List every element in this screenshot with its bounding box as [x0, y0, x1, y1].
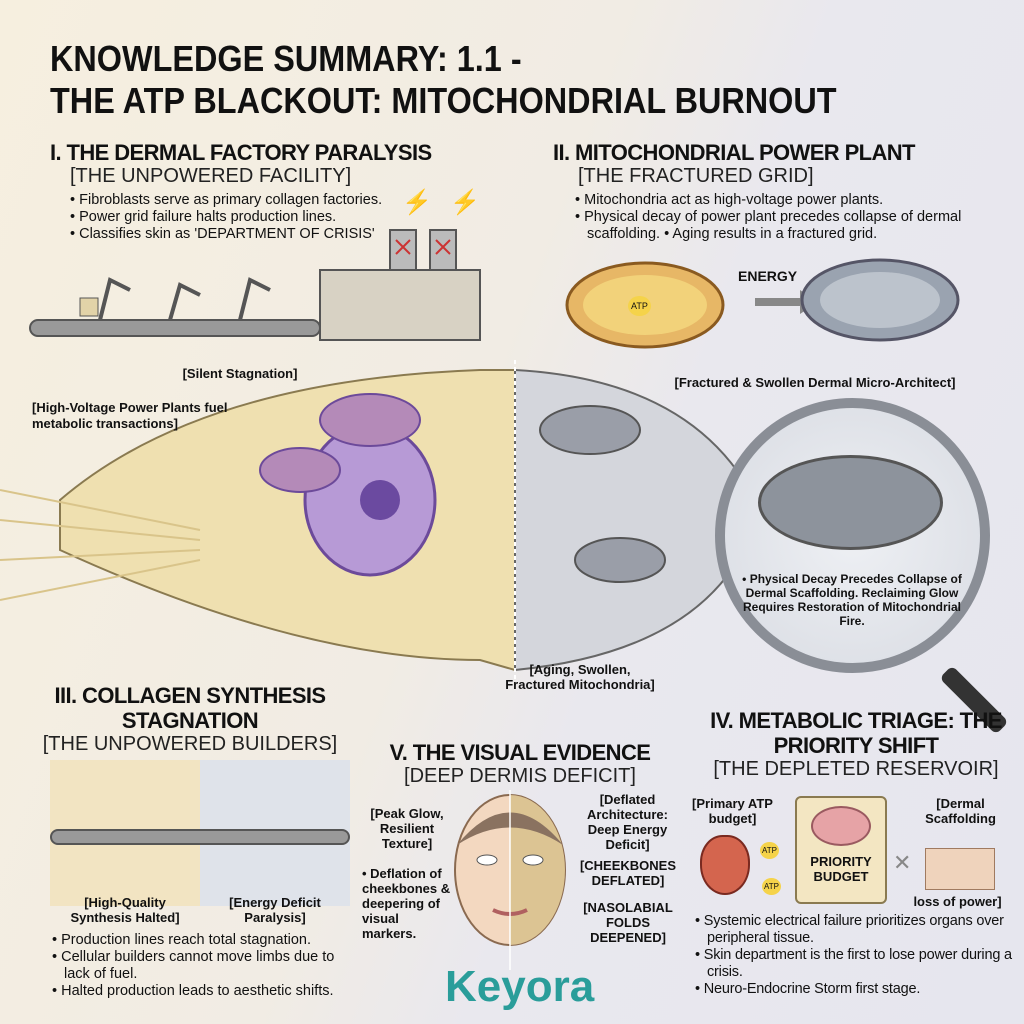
deflated-architecture-label: [Deflated Architecture: Deep Energy Defi…: [587, 792, 668, 852]
skin-block-icon: [925, 848, 995, 890]
page-title: KNOWLEDGE SUMMARY: 1.1 - THE ATP BLACKOU…: [50, 38, 837, 122]
face-illustration: [454, 790, 566, 970]
mitochondria-comparison: [565, 258, 960, 349]
bullet: Mitochondria act as high-voltage power p…: [575, 192, 1013, 209]
magnifier-text: • Physical Decay Precedes Collapse of De…: [742, 572, 962, 628]
bullet: Halted production leads to aesthetic shi…: [52, 983, 357, 1000]
section-3: III. COLLAGEN SYNTHESIS STAGNATION [THE …: [10, 683, 370, 756]
bullet: Physical decay of power plant precedes c…: [575, 209, 1013, 243]
section-2-subtitle: [THE FRACTURED GRID]: [578, 165, 814, 187]
cheekbones-label: [CHEEKBONES DEFLATED]: [579, 858, 677, 888]
section-4: IV. METABOLIC TRIAGE: THE PRIORITY SHIFT…: [688, 708, 1024, 781]
silent-stagnation-caption: [Silent Stagnation]: [182, 366, 298, 381]
bullet: Fibroblasts serve as primary collagen fa…: [70, 192, 520, 209]
priority-budget-label: PRIORITY BUDGET: [810, 854, 872, 884]
conveyor-belt: [50, 829, 350, 845]
atp-coin: ATP: [760, 842, 779, 859]
title-line-1: KNOWLEDGE SUMMARY: 1.1 -: [50, 38, 522, 79]
section-5-subtitle: [DEEP DERMIS DEFICIT]: [404, 765, 636, 787]
section-1-heading: I. THE DERMAL FACTORY PARALYSIS: [50, 140, 432, 165]
section-3-heading: III. COLLAGEN SYNTHESIS STAGNATION: [54, 683, 326, 733]
power-plants-label: [High-Voltage Power Plants fuel metaboli…: [32, 400, 228, 431]
bullet: Production lines reach total stagnation.: [52, 932, 357, 949]
dermal-scaffolding-label: [Dermal Scaffolding: [925, 796, 996, 826]
atp-coin: ATP: [628, 296, 651, 316]
section-2-bullets: Mitochondria act as high-voltage power p…: [575, 192, 1013, 243]
section-1-bullets: Fibroblasts serve as primary collagen fa…: [70, 192, 520, 243]
bullet: Cellular builders cannot move limbs due …: [52, 949, 357, 983]
title-line-2: THE ATP BLACKOUT: MITOCHONDRIAL BURNOUT: [50, 80, 837, 121]
energy-label: ENERGY: [738, 268, 798, 284]
deflation-label: • Deflation of cheekbones & deepering of…: [362, 866, 451, 941]
section-2: II. MITOCHONDRIAL POWER PLANT [THE FRACT…: [553, 140, 1013, 243]
bullet: Neuro-Endocrine Storm first stage.: [695, 981, 1021, 998]
bullet: Skin department is the first to lose pow…: [695, 947, 1021, 981]
energy-deficit-caption: [Energy Deficit Paralysis]: [229, 895, 321, 925]
peak-glow-label: [Peak Glow, Resilient Texture]: [370, 806, 444, 851]
fractured-caption: [Fractured & Swollen Dermal Micro-Archit…: [674, 375, 956, 390]
section-1: I. THE DERMAL FACTORY PARALYSIS [THE UNP…: [50, 140, 520, 243]
priority-budget-box: PRIORITY BUDGET: [795, 796, 887, 904]
svg-text:⚡: ⚡: [402, 188, 432, 216]
brain-icon: [811, 806, 871, 846]
keyora-logo: Keyora: [445, 962, 595, 1011]
bullet: Power grid failure halts production line…: [70, 209, 520, 226]
blocked-x-icon: ✕: [893, 850, 912, 875]
section-3-bullets: Production lines reach total stagnation.…: [52, 932, 357, 1000]
section-4-heading: IV. METABOLIC TRIAGE: THE PRIORITY SHIFT: [710, 708, 1002, 758]
magnified-mitochondrion: [758, 455, 943, 550]
section-5: V. THE VISUAL EVIDENCE [DEEP DERMIS DEFI…: [352, 740, 688, 788]
section-1-subtitle: [THE UNPOWERED FACILITY]: [70, 165, 352, 187]
heart-icon: [700, 835, 750, 895]
primary-atp-label: [Primary ATP budget]: [692, 796, 773, 826]
synthesis-halted-caption: [High-Quality Synthesis Halted]: [70, 895, 180, 925]
loss-of-power-label: loss of power]: [913, 894, 1002, 909]
section-2-heading: II. MITOCHONDRIAL POWER PLANT: [553, 140, 916, 165]
nasolabial-label: [NASOLABIAL FOLDS DEEPENED]: [583, 900, 673, 945]
bullet: Classifies skin as 'DEPARTMENT OF CRISIS…: [70, 226, 520, 243]
section-4-subtitle: [THE DEPLETED RESERVOIR]: [713, 758, 999, 780]
section-3-subtitle: [THE UNPOWERED BUILDERS]: [42, 733, 338, 755]
aging-mitochondria-label: [Aging, Swollen, Fractured Mitochondria]: [505, 662, 655, 692]
factory-illustration: ⚡⚡: [29, 188, 481, 341]
atp-coin: ATP: [762, 878, 781, 895]
bullet: Systemic electrical failure prioritizes …: [695, 913, 1021, 947]
fibroblast-cell-illustration: [0, 360, 762, 680]
svg-text:⚡: ⚡: [450, 188, 480, 216]
section-4-bullets: Systemic electrical failure prioritizes …: [695, 913, 1021, 998]
section-5-heading: V. THE VISUAL EVIDENCE: [389, 740, 651, 765]
